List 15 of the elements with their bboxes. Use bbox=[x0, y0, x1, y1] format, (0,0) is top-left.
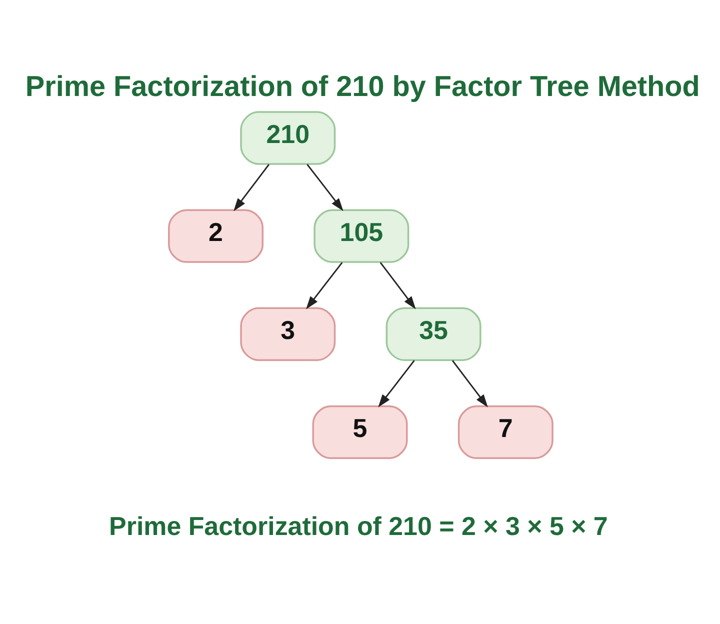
arrow bbox=[306, 164, 344, 211]
node-box: 35 bbox=[386, 306, 482, 360]
node-box: 210 bbox=[240, 110, 336, 164]
node-box: 7 bbox=[458, 404, 554, 459]
arrow bbox=[234, 164, 270, 211]
node-box: 2 bbox=[168, 208, 264, 262]
arrow bbox=[380, 262, 416, 309]
node-box: 105 bbox=[314, 208, 410, 262]
node-box: 5 bbox=[312, 404, 408, 459]
arrow bbox=[378, 360, 415, 407]
arrow bbox=[452, 360, 488, 407]
diagram-title: Prime Factorization of 210 by Factor Tree Method bbox=[25, 70, 700, 103]
caption: Prime Factorization of 210 = 2 × 3 × 5 × 7 bbox=[109, 512, 608, 541]
node-box: 3 bbox=[240, 306, 336, 360]
arrow bbox=[306, 262, 343, 309]
